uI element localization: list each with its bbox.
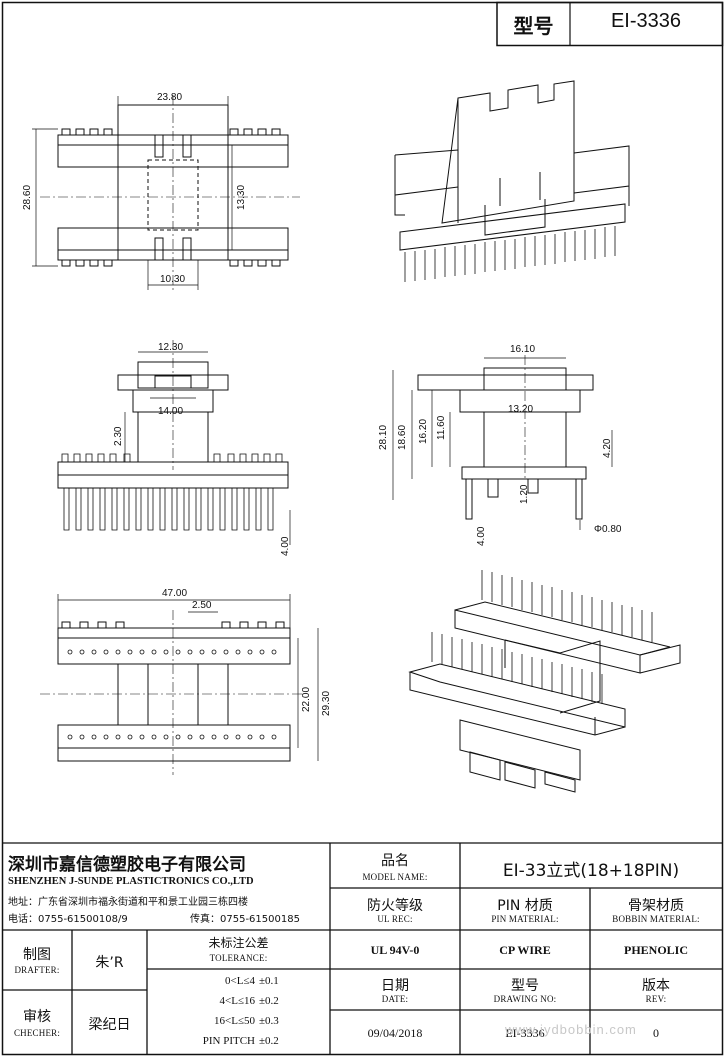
tolerance-value: ±0.2 (259, 1035, 279, 1047)
tolerance-table: 0<L≤4 ±0.1 4<L≤16 ±0.2 16<L≤50 ±0.3 PIN … (147, 975, 330, 1055)
model-name-label-en: MODEL NAME: (362, 872, 428, 882)
drafter-label-en: DRAFTER: (14, 965, 60, 975)
checker-value: 梁纪日 (88, 1017, 131, 1033)
ul-label-en: UL REC: (377, 914, 413, 924)
rev-label-cn: 版本 (642, 978, 670, 994)
bobbin-material-label-en: BOBBIN MATERIAL: (612, 914, 700, 924)
drafter-value: 朱’R (95, 955, 124, 971)
drawing-no-label-en: DRAWING NO: (493, 994, 557, 1004)
date-label-cn: 日期 (381, 978, 409, 994)
pin-material-label-en: PIN MATERIAL: (491, 914, 559, 924)
tolerance-range: PIN PITCH (202, 1035, 255, 1047)
tolerance-row: PIN PITCH ±0.2 (147, 1035, 330, 1055)
dim-top-width: 23.80 (157, 92, 183, 103)
tolerance-label-en: TOLERANCE: (209, 953, 268, 963)
bobbin-material-value: PHENOLIC (623, 943, 688, 957)
dim-front-top: 12.30 (158, 342, 184, 353)
company-fax: 传真：0755-61500185 (190, 914, 300, 925)
company-address: 地址：广东省深圳市福永街道和平和景工业园三栋四楼 (8, 897, 248, 908)
model-name-label-cn: 品名 (381, 853, 409, 869)
dim-front-core: 14.00 (158, 406, 184, 417)
tolerance-range: 0<L≤4 (225, 975, 255, 987)
dim-side-inner: 13.20 (508, 404, 534, 415)
front-view-pins (61, 453, 283, 531)
iso-lower-pins (431, 570, 653, 704)
dim-bottom-pitch: 2.50 (192, 600, 212, 611)
date-value: 09/04/2018 (367, 1026, 423, 1040)
header-model: EI-3336 (610, 10, 682, 32)
tolerance-value: ±0.1 (259, 975, 279, 987)
tolerance-row: 0<L≤4 ±0.1 (147, 975, 330, 995)
header-type-label: 型号 (513, 14, 554, 38)
bobbin-material-label-cn: 骨架材质 (628, 898, 684, 914)
pin-material-label-cn: PIN 材质 (497, 898, 553, 914)
tolerance-row: 16<L≤50 ±0.3 (147, 1015, 330, 1035)
checker-label-cn: 审核 (23, 1009, 51, 1025)
bottom-view-holes (67, 649, 277, 740)
tolerance-label-cn: 未标注公差 (208, 936, 269, 950)
iso-upper-pins (404, 226, 616, 282)
tolerance-row: 4<L≤16 ±0.2 (147, 995, 330, 1015)
company-name-cn: 深圳市嘉信德塑胶电子有限公司 (8, 855, 246, 875)
tolerance-range: 4<L≤16 (219, 995, 255, 1007)
drafter-label-cn: 制图 (23, 947, 51, 963)
dim-side-pin-dia: Φ0.80 (594, 524, 622, 535)
watermark: www.jydbobbin.com (505, 1022, 637, 1037)
company-name-en: SHENZHEN J-SUNDE PLASTICTRONICS CO.,LTD (8, 876, 254, 887)
ul-label-cn: 防火等级 (367, 898, 423, 914)
tolerance-range: 16<L≤50 (214, 1015, 255, 1027)
tolerance-value: ±0.3 (259, 1015, 279, 1027)
pin-material-value: CP WIRE (499, 943, 551, 957)
drawing-no-value: EI-3336 (505, 1026, 545, 1040)
top-view-upper-teeth (61, 128, 281, 135)
rev-label-en: REV: (645, 994, 667, 1004)
dim-bottom-width: 47.00 (162, 588, 188, 599)
drawing-no-label-cn: 型号 (511, 978, 539, 994)
ul-value: UL 94V-0 (370, 943, 420, 957)
dim-top-core: 10.30 (160, 274, 186, 285)
company-phone: 电话：0755-61500108/9 (8, 914, 128, 925)
tolerance-value: ±0.2 (259, 995, 279, 1007)
model-name-value: EI-33立式(18+18PIN) (502, 861, 680, 881)
rev-value: 0 (653, 1026, 659, 1040)
date-label-en: DATE: (381, 994, 409, 1004)
checker-label-en: CHECHER: (13, 1028, 61, 1038)
dim-side-width: 16.10 (510, 344, 536, 355)
